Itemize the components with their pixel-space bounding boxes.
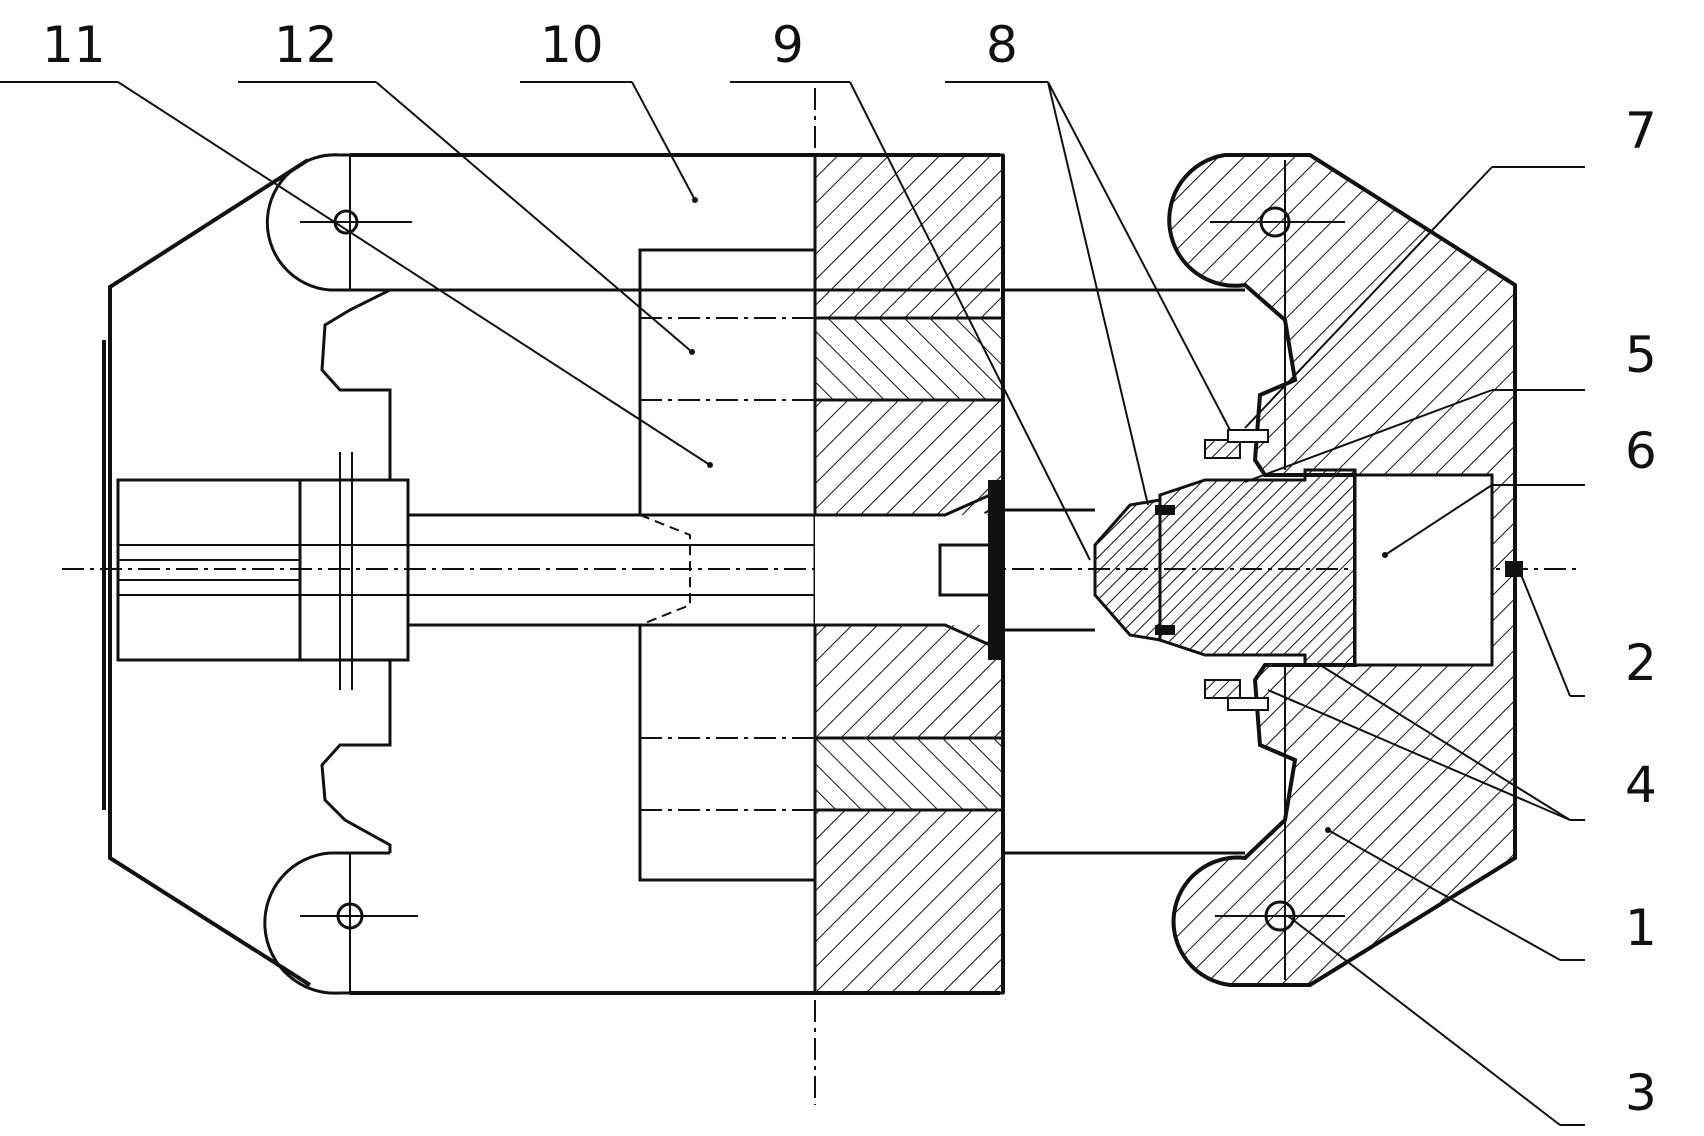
callout-11: 11 (42, 16, 106, 74)
callout-5: 5 (1625, 326, 1657, 384)
callout-7: 7 (1625, 102, 1657, 160)
center-plate-section (813, 153, 1005, 995)
piston-assembly (1003, 429, 1357, 711)
callout-3: 3 (1625, 1064, 1657, 1122)
callout-4: 4 (1625, 756, 1657, 814)
callout-10: 10 (540, 16, 604, 74)
callout-1: 1 (1625, 899, 1657, 957)
callout-8: 8 (986, 16, 1018, 74)
callout-12: 12 (274, 16, 338, 74)
callout-2: 2 (1625, 634, 1657, 692)
callout-9: 9 (772, 16, 804, 74)
right-housing-section (1003, 153, 1523, 987)
leader-lines (0, 81, 1585, 1126)
callout-6: 6 (1625, 422, 1657, 480)
